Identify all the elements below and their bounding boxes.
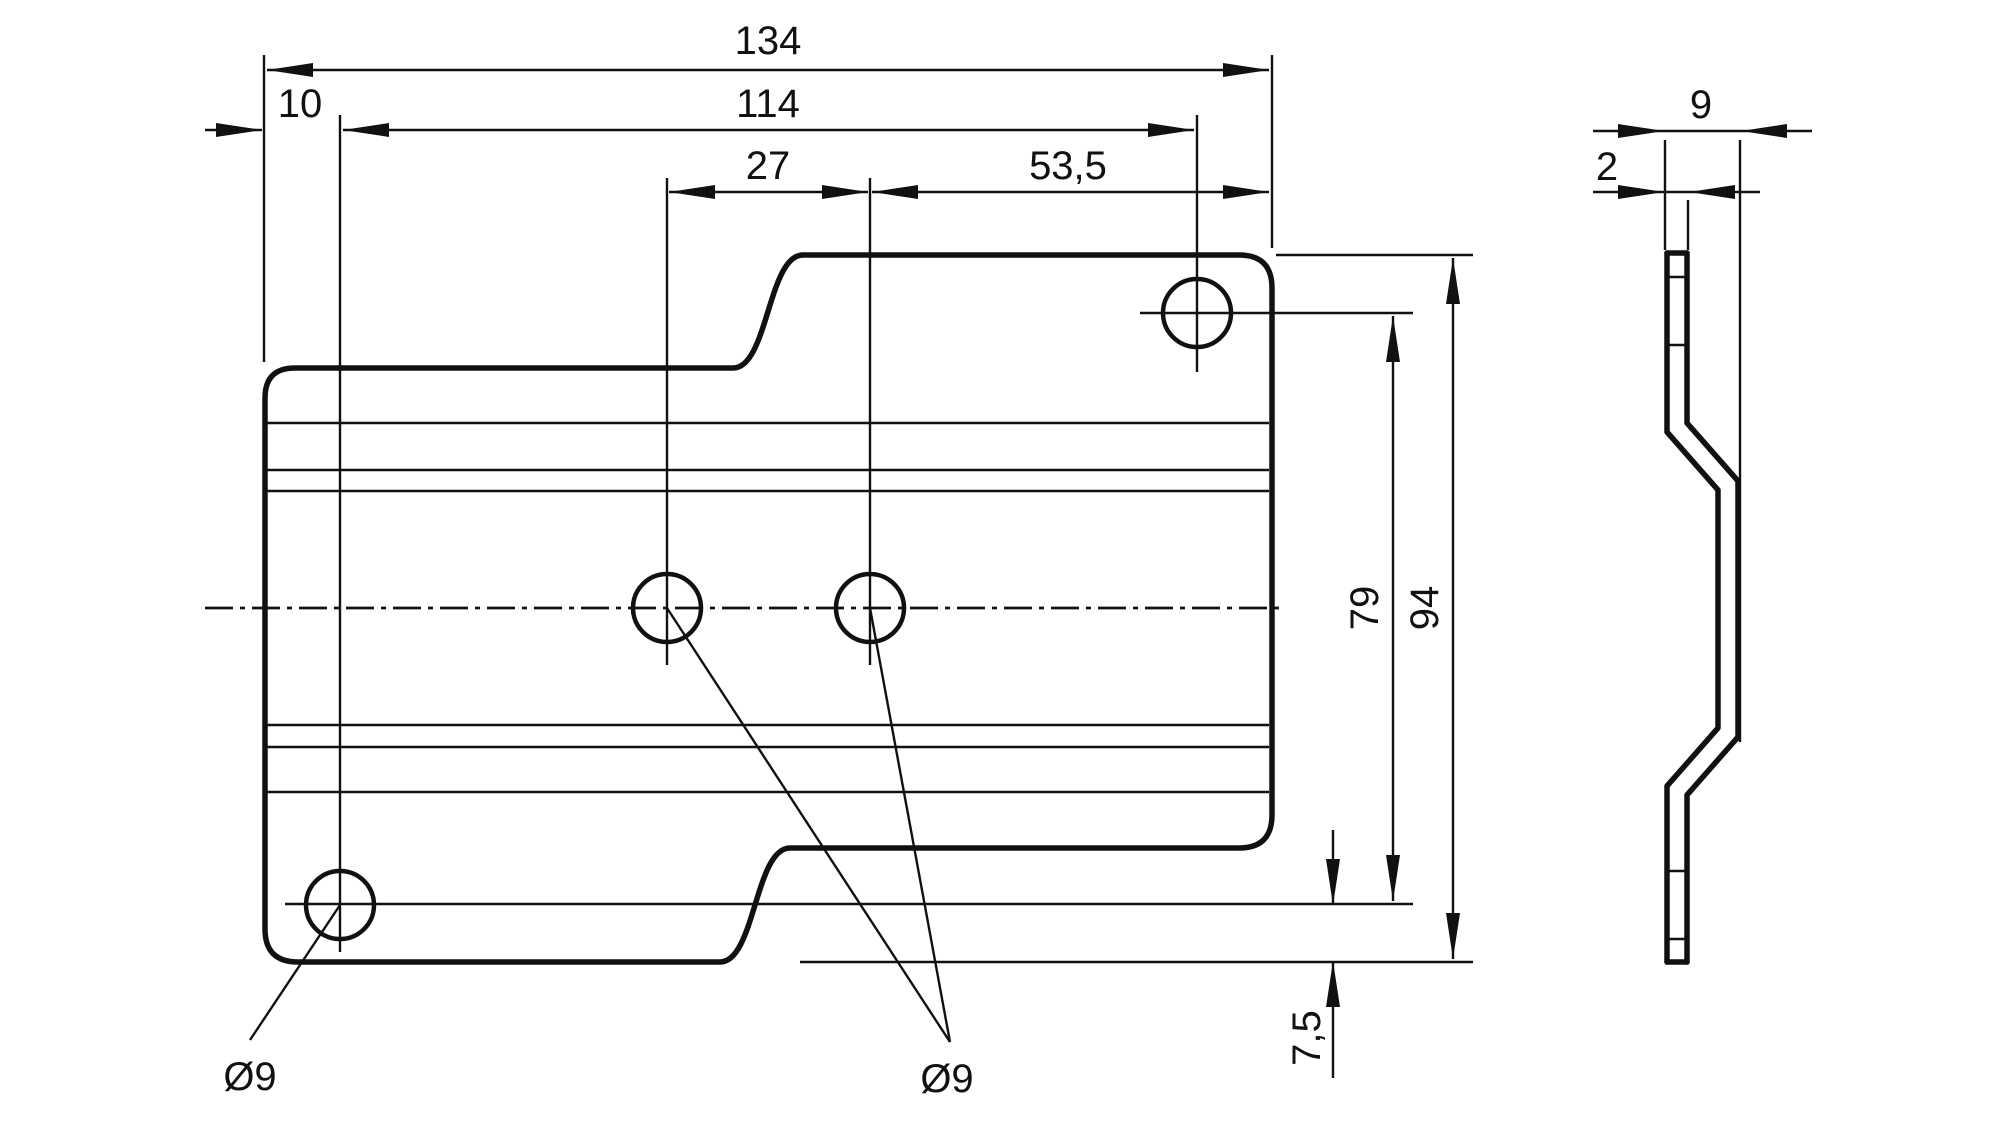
dim-overall-width: 134 (267, 19, 1269, 77)
dim-94-label: 94 (1403, 586, 1447, 631)
dim-overall-height: 94 (1403, 258, 1460, 959)
callout-bottom-left-hole: Ø9 (223, 904, 341, 1099)
side-hole-ticks (1667, 275, 1687, 941)
front-view: 134 10 114 27 53,5 (205, 19, 1473, 1101)
dim-53-5-label: 53,5 (1029, 144, 1107, 188)
dim-134-label: 134 (735, 19, 802, 63)
callout-center-holes: Ø9 (665, 607, 974, 1101)
dim-left-hole-offset: 10 (205, 82, 322, 137)
dim-114-label: 114 (736, 82, 800, 126)
dim-edge-to-hole: 7,5 (1285, 830, 1340, 1078)
label-hole-diameter-bl: Ø9 (223, 1055, 276, 1099)
plate-outline (262, 252, 1275, 965)
dim-79-label: 79 (1343, 586, 1387, 631)
dim-profile-depth: 9 (1593, 83, 1812, 138)
dim-10-label: 10 (278, 82, 323, 126)
bend-lines (267, 421, 1269, 794)
dim-hole-span-height: 79 (1343, 316, 1400, 901)
dim-2-label: 2 (1596, 145, 1618, 189)
dim-hole-span-width: 114 (343, 82, 1194, 137)
dim-center-hole-spacing: 27 (669, 144, 868, 199)
label-hole-diameter-center: Ø9 (920, 1057, 973, 1101)
side-profile-outline (1664, 250, 1741, 965)
side-extension-lines (1663, 140, 1742, 742)
extension-lines (262, 55, 1473, 964)
dim-9-label: 9 (1690, 83, 1712, 127)
dim-7-5-label: 7,5 (1285, 1010, 1329, 1066)
dim-right-hole-to-edge: 53,5 (872, 144, 1269, 199)
side-profile-view: 9 2 (1593, 83, 1812, 965)
dim-material-thickness: 2 (1593, 145, 1760, 199)
dim-27-label: 27 (746, 144, 791, 188)
